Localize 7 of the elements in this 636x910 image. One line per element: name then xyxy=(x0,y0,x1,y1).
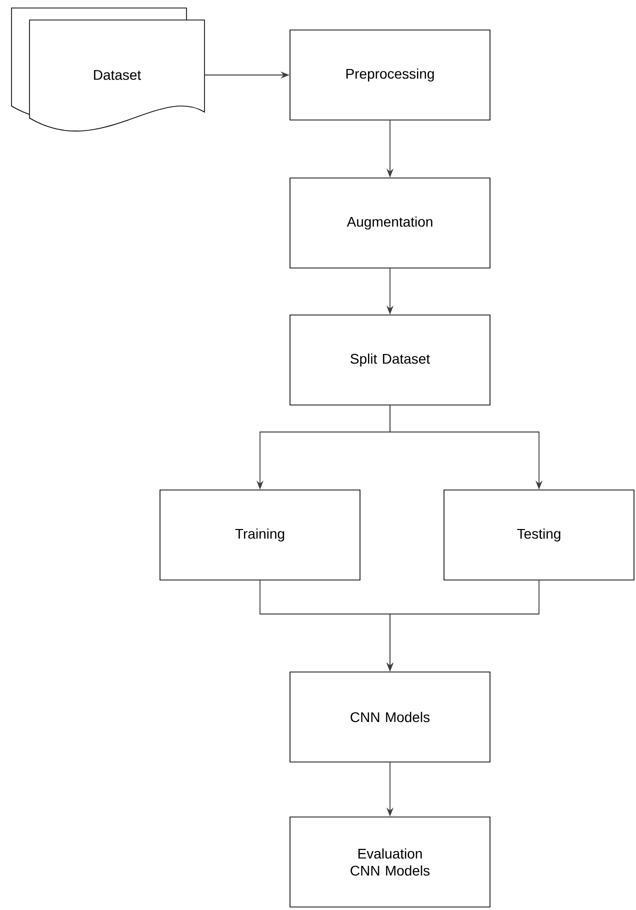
process-box: Augmentation xyxy=(290,178,490,268)
process-box: Split Dataset xyxy=(290,314,490,406)
process-box: Preprocessing xyxy=(290,30,490,120)
process-box: Training xyxy=(160,490,360,580)
process-box: Testing xyxy=(444,490,634,580)
process-box: Evaluation CNN Models xyxy=(290,816,490,908)
process-box: CNN Models xyxy=(290,672,490,762)
